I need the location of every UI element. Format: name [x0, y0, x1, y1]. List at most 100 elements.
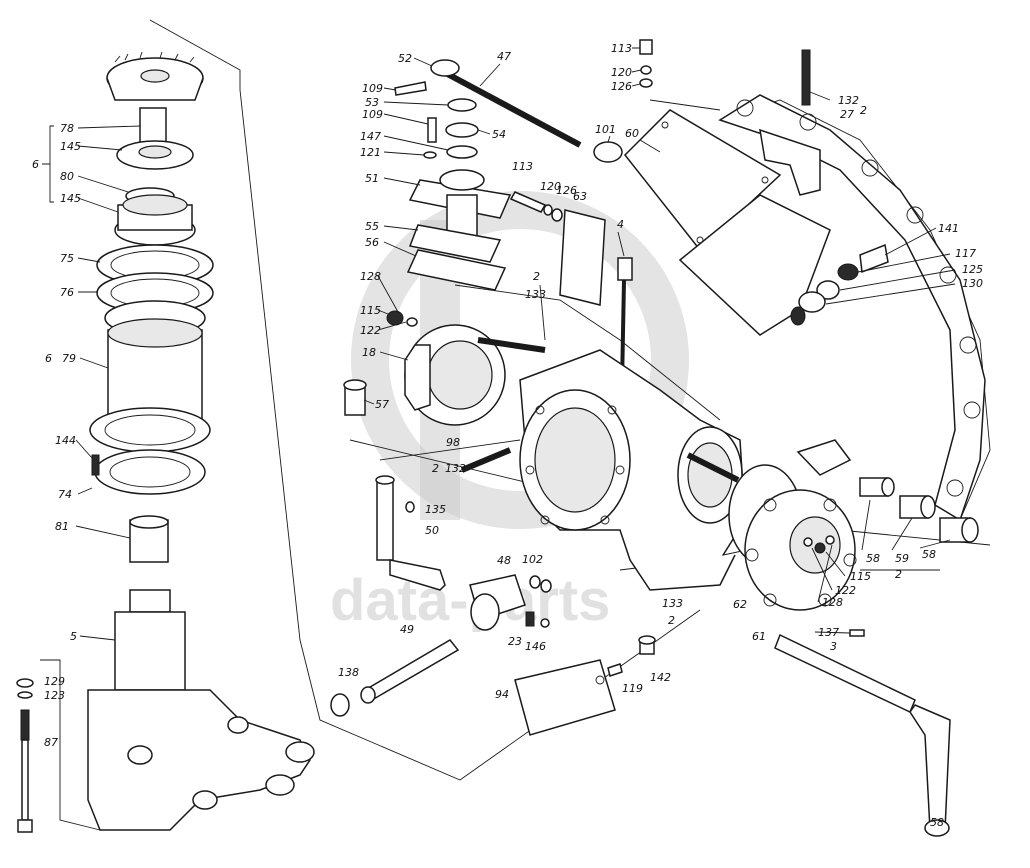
stud-132: [801, 49, 811, 106]
label-49: 49: [400, 623, 414, 636]
label-4: 4: [617, 218, 624, 231]
rod-part: [430, 59, 582, 148]
label-27: 27: [840, 108, 854, 121]
washer-125: [816, 280, 840, 300]
key-137: [849, 629, 865, 637]
washer-128-b: [825, 535, 835, 545]
label-3: 3: [830, 640, 837, 653]
label-56: 56: [365, 236, 379, 249]
label-119: 119: [622, 682, 643, 695]
label-126b: 126: [611, 80, 632, 93]
bolt-113-b: [639, 39, 653, 55]
stud-bolt-a: [477, 337, 546, 353]
label-126a: 126: [556, 184, 577, 197]
cone-part: [796, 439, 852, 476]
label-146: 146: [525, 640, 546, 653]
label-132a: 132: [445, 462, 466, 475]
label-132b: 132: [838, 94, 859, 107]
washer-102-b: [540, 579, 552, 593]
label-125: 125: [962, 263, 983, 276]
label-6b: 6: [45, 352, 52, 365]
fork-48-part: [469, 574, 526, 631]
center-top-parts: [394, 39, 782, 386]
bushing-58-a: [859, 477, 895, 497]
washer-120-a: [543, 204, 553, 216]
label-2d: 2: [860, 104, 867, 117]
bushing-59: [899, 495, 936, 519]
plate-94-part: [514, 659, 616, 736]
main-housing: [678, 49, 986, 522]
label-47: 47: [497, 50, 511, 63]
gasket-55: [408, 224, 502, 263]
plug-hole: [790, 306, 806, 326]
right-bottom-parts: [728, 439, 979, 837]
label-94: 94: [495, 688, 509, 701]
label-75: 75: [60, 252, 74, 265]
label-6a: 6: [32, 158, 39, 171]
gearbox-base: [629, 554, 736, 591]
washer-126-a: [551, 208, 563, 222]
label-145b: 145: [60, 192, 81, 205]
cylinder-part: [107, 318, 203, 421]
label-53: 53: [365, 96, 379, 109]
ring-135: [405, 501, 415, 513]
label-2a: 2: [533, 270, 540, 283]
flange-18-part: [404, 324, 506, 426]
gear-part-small: [129, 515, 169, 563]
label-123: 123: [44, 689, 65, 702]
flange-51-part: [408, 169, 512, 246]
label-101: 101: [595, 123, 616, 136]
label-2e: 2: [895, 568, 902, 581]
label-62: 62: [733, 598, 747, 611]
label-115b: 115: [850, 570, 871, 583]
assembly-lines: [40, 19, 991, 831]
label-18: 18: [362, 346, 376, 359]
callout-labels: 78 145 6 80 145 75 76 6 79 144 74 81 5 1…: [32, 42, 983, 829]
cap-part: [593, 141, 623, 163]
screw-119: [607, 663, 623, 677]
long-bolt-part: [16, 678, 34, 833]
label-109b: 109: [362, 108, 383, 121]
gasket-56: [406, 249, 507, 291]
pump-housing-part: [87, 589, 315, 831]
plug-138: [330, 693, 350, 717]
label-147: 147: [360, 130, 381, 143]
label-2c: 2: [668, 614, 675, 627]
label-109a: 109: [362, 82, 383, 95]
label-129: 129: [44, 675, 65, 688]
label-81: 81: [55, 520, 69, 533]
plug-142-part: [638, 635, 656, 655]
label-52: 52: [398, 52, 412, 65]
washer-122-a: [406, 317, 418, 327]
gearbox-body: [343, 310, 746, 591]
bevel-gear-part: [106, 51, 204, 101]
label-130: 130: [962, 277, 983, 290]
bolt-113-a: [509, 191, 547, 213]
washer-122-b: [803, 537, 813, 547]
label-60a: 60: [625, 127, 639, 140]
label-48: 48: [497, 554, 511, 567]
label-98: 98: [446, 436, 460, 449]
bearing-part-lower: [114, 194, 196, 246]
pin-49-part: [360, 639, 460, 704]
label-128b: 128: [822, 596, 843, 609]
label-113a: 113: [512, 160, 533, 173]
label-57: 57: [375, 398, 389, 411]
label-120b: 120: [611, 66, 632, 79]
shaft-50-part: [375, 475, 446, 591]
bolt-109-b: [427, 117, 437, 143]
label-58a: 58: [866, 552, 880, 565]
label-133a: 133: [525, 288, 546, 301]
plug-141: [859, 243, 889, 274]
label-141: 141: [938, 222, 959, 235]
label-63: 63: [573, 190, 587, 203]
bearing-part-upper: [116, 140, 194, 170]
center-bottom-parts: [330, 475, 656, 736]
label-144: 144: [55, 434, 76, 447]
label-120a: 120: [540, 180, 561, 193]
label-117: 117: [955, 247, 976, 260]
inner-window: [678, 194, 831, 336]
label-80a: 80: [60, 170, 74, 183]
washer-126-b: [639, 78, 653, 88]
